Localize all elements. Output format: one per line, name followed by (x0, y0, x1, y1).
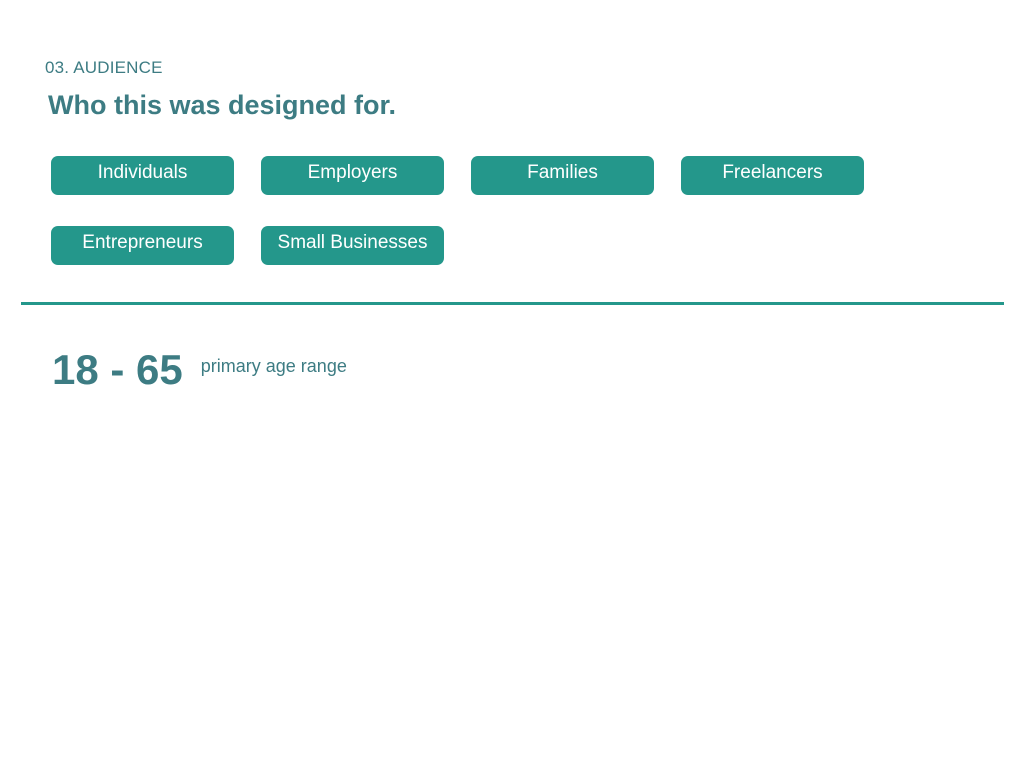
section-title: Who this was designed for. (48, 90, 397, 120)
audience-tag-list: Individuals Employers Families Freelance… (51, 156, 891, 265)
section-eyebrow: 03. AUDIENCE (45, 58, 163, 77)
tag-small-businesses: Small Businesses (261, 226, 444, 265)
section-divider (21, 302, 1004, 305)
tag-individuals: Individuals (51, 156, 234, 195)
tag-employers: Employers (261, 156, 444, 195)
age-range-stat: 18 - 65 primary age range (52, 346, 347, 394)
tag-families: Families (471, 156, 654, 195)
tag-freelancers: Freelancers (681, 156, 864, 195)
age-range-value: 18 - 65 (52, 346, 183, 393)
tag-entrepreneurs: Entrepreneurs (51, 226, 234, 265)
age-range-label: primary age range (200, 356, 347, 376)
